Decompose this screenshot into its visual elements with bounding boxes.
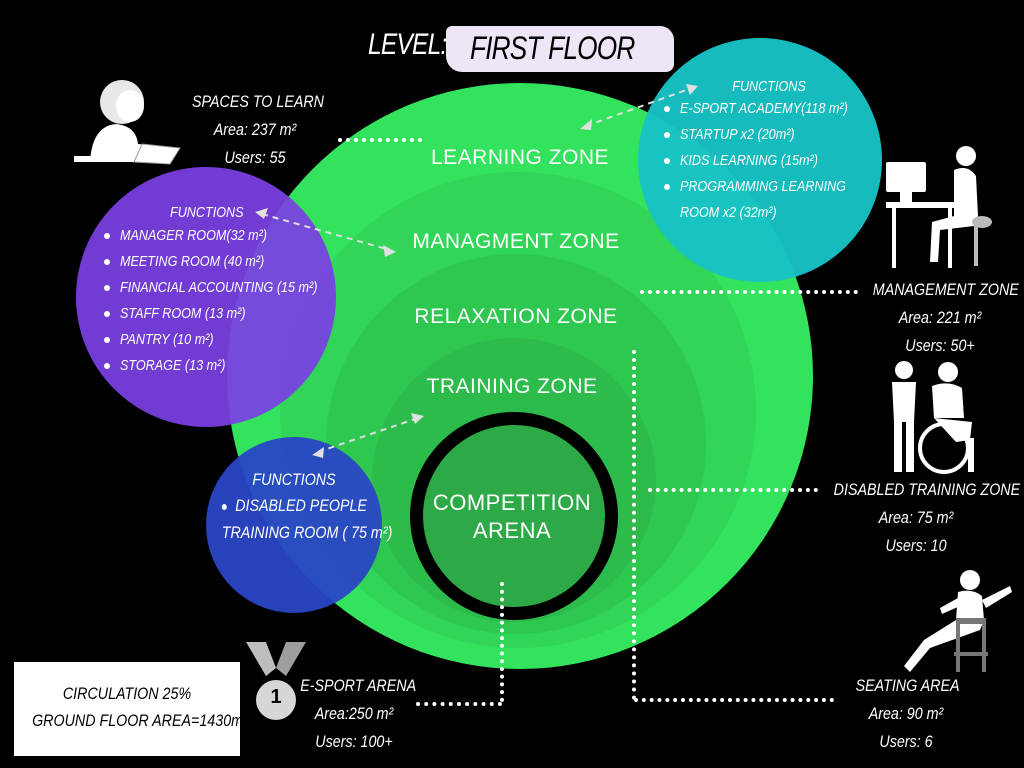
- arrow-management: [261, 213, 391, 251]
- management-function-item: STORAGE (13 m²): [104, 353, 334, 379]
- esport-arena-area: Area:250 m²: [314, 704, 394, 723]
- training-functions-title: FUNCTIONS: [252, 470, 336, 489]
- wheelchair-training-icon: [892, 361, 974, 474]
- esport-arena-info: E-SPORT ARENA Area:250 m² Users: 100+: [290, 672, 418, 756]
- learning-function-item: KIDS LEARNING (15m²): [664, 148, 884, 174]
- management-functions: FUNCTIONS MANAGER ROOM(32 m²) MEETING RO…: [104, 204, 334, 379]
- leader-disabled-training: [648, 488, 818, 492]
- management-function-item: MEETING ROOM (40 m²): [104, 249, 334, 275]
- person-stretching-chair-icon: [904, 570, 1012, 672]
- management-function-item: PANTRY (10 m²): [104, 327, 334, 353]
- seating-area-name: SEATING AREA: [855, 676, 960, 695]
- learning-functions-circle: [638, 38, 882, 282]
- learning-functions-title: FUNCTIONS: [732, 78, 806, 95]
- circulation-line1: CIRCULATION 25%: [62, 684, 192, 703]
- training-functions: FUNCTIONS DISABLED PEOPLE TRAINING ROOM …: [208, 470, 393, 546]
- title-floor: FIRST FLOOR: [470, 30, 635, 66]
- disabled-training-area: Area: 75 m²: [878, 508, 954, 527]
- learning-zone-label: LEARNING ZONE: [430, 146, 610, 169]
- circulation-line2: GROUND FLOOR AREA=1430m²: [32, 711, 248, 730]
- arrow-training: [317, 417, 419, 453]
- leader-management-zone: [640, 290, 858, 294]
- management-functions-circle: [76, 167, 336, 427]
- esport-arena-users: Users: 100+: [315, 732, 393, 751]
- spaces-to-learn-name: SPACES TO LEARN: [192, 92, 325, 111]
- esport-arena-name: E-SPORT ARENA: [300, 676, 417, 695]
- management-functions-title: FUNCTIONS: [170, 204, 244, 221]
- title-badge: [446, 26, 674, 72]
- managment-zone-label: MANAGMENT ZONE: [412, 230, 620, 253]
- disabled-training-users: Users: 10: [885, 536, 947, 555]
- seating-area-users: Users: 6: [879, 732, 933, 751]
- learning-functions: FUNCTIONS E-SPORT ACADEMY(118 m²) STARTU…: [664, 78, 884, 226]
- medal-number: 1: [270, 686, 282, 708]
- title-level: LEVEL:: [368, 28, 447, 61]
- disabled-training-info: DISABLED TRAINING ZONE Area: 75 m² Users…: [818, 476, 1021, 560]
- seating-area-info: SEATING AREA Area: 90 m² Users: 6: [846, 672, 966, 756]
- management-zone-area: Area: 221 m²: [898, 308, 982, 327]
- competition-label-line2: ARENA: [472, 518, 552, 543]
- spaces-to-learn-users: Users: 55: [224, 148, 286, 167]
- leader-arena-vertical: [500, 582, 504, 702]
- leader-seating-vertical: [632, 350, 636, 700]
- child-reading-icon: [74, 80, 181, 165]
- learning-function-item: STARTUP x2 (20m²): [664, 122, 884, 148]
- training-function-item-cont: TRAINING ROOM ( 75 m²): [221, 523, 393, 542]
- management-zone-info: MANAGEMENT ZONE Area: 221 m² Users: 50+: [860, 276, 1020, 360]
- leader-seating-horizontal: [634, 698, 834, 702]
- leader-spaces-to-learn: [338, 138, 422, 142]
- circulation-box: CIRCULATION 25% GROUND FLOOR AREA=1430m²: [14, 662, 248, 756]
- competition-arena-core: [423, 425, 605, 607]
- medal-icon: [246, 642, 306, 720]
- management-zone-name: MANAGEMENT ZONE: [872, 280, 1019, 299]
- learning-function-item: E-SPORT ACADEMY(118 m²): [664, 96, 884, 122]
- learning-function-item: ROOM x2 (32m²): [680, 204, 777, 221]
- management-function-item: STAFF ROOM (13 m²): [104, 301, 334, 327]
- disabled-training-name: DISABLED TRAINING ZONE: [833, 480, 1021, 499]
- person-at-desk-icon: [886, 146, 992, 268]
- management-function-item: FINANCIAL ACCOUNTING (15 m²): [104, 275, 334, 301]
- leader-arena-horizontal: [416, 702, 502, 706]
- training-functions-circle: [206, 437, 382, 613]
- seating-area-area: Area: 90 m²: [868, 704, 944, 723]
- spaces-to-learn-info: SPACES TO LEARN Area: 237 m² Users: 55: [180, 88, 330, 172]
- relaxation-zone-label: RELAXATION ZONE: [414, 305, 618, 328]
- spaces-to-learn-area: Area: 237 m²: [213, 120, 297, 139]
- arrow-learning: [585, 87, 693, 127]
- management-function-item: MANAGER ROOM(32 m²): [104, 223, 334, 249]
- management-zone-users: Users: 50+: [905, 336, 975, 355]
- training-zone-label: TRAINING ZONE: [426, 375, 598, 398]
- competition-label-line1: COMPETITION: [432, 490, 592, 515]
- learning-function-item: PROGRAMMING LEARNING: [664, 174, 884, 200]
- training-function-item: DISABLED PEOPLE: [221, 492, 367, 519]
